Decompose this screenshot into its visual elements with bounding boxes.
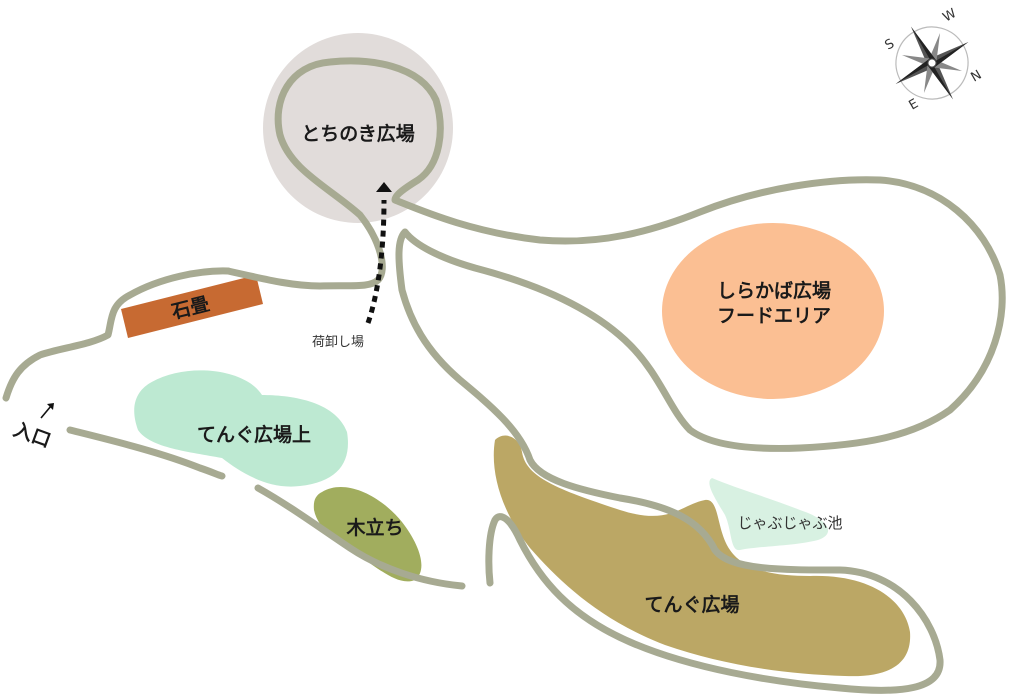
food-area-label: フードエリア	[717, 305, 831, 327]
jabujabu-pond-label: じゃぶじゃぶ池	[737, 514, 842, 532]
tochinoki-plaza-label: とちのき広場	[301, 122, 414, 145]
entrance-label: 入口	[10, 419, 53, 453]
compass-n-label: N	[969, 68, 985, 86]
tengu-upper-area[interactable]	[134, 370, 348, 487]
tengu-plaza-area[interactable]	[493, 435, 911, 677]
tengu-upper-label: てんぐ広場上	[197, 423, 311, 446]
road-tochinoki-loop	[224, 57, 1006, 694]
compass-w-label: W	[941, 6, 960, 25]
jabujabu-pond-area[interactable]	[709, 478, 829, 551]
tengu-plaza-label: てんぐ広場	[644, 593, 739, 616]
compass-s-label: S	[883, 36, 898, 53]
road-south-2	[254, 484, 466, 590]
road-west	[2, 267, 232, 402]
ishidatami-area[interactable]	[121, 275, 263, 338]
kodachi-label: 木立ち	[345, 516, 403, 539]
entrance-arrow-icon	[40, 403, 54, 419]
shirakaba-plaza-area[interactable]	[662, 223, 884, 399]
dotted-arrow-icon	[365, 182, 392, 324]
road-south-1	[66, 426, 226, 480]
kodachi-area[interactable]	[313, 486, 422, 582]
unloading-area-label: 荷卸し場	[312, 334, 364, 350]
compass-e-label: E	[907, 96, 922, 113]
shirakaba-plaza-label: しらかば広場	[717, 279, 831, 302]
compass-rose-icon	[895, 26, 969, 100]
